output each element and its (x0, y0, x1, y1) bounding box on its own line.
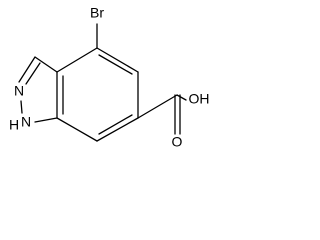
bond-c4-c5 (96, 47, 139, 73)
bond-c3-n2 (18, 56, 36, 83)
molecule-structure: Br N N H OH O (9, 5, 210, 150)
bonds (18, 23, 187, 142)
bond-c6-ccooh (137, 94, 178, 119)
bond-n2-n1 (20, 100, 23, 114)
bond-c4-c5-inner (98, 54, 133, 75)
hydroxyl-label: OH (189, 91, 210, 107)
bond-n1-c7a (34, 117, 58, 123)
nitrogen-n2-label: N (14, 83, 24, 99)
bond-c6-c7-inner (98, 114, 133, 135)
atom-labels: Br N N H OH O (9, 5, 210, 150)
nh-hydrogen-label: H (9, 117, 19, 133)
bond-c3a-c3 (34, 56, 58, 73)
bond-c6-c7 (96, 117, 139, 142)
bond-ccooh-oh (176, 94, 187, 101)
bond-c3-n2-inner (25, 62, 41, 85)
bromine-label: Br (90, 5, 104, 21)
nitrogen-n1-label: N (21, 114, 31, 130)
bond-c7-c7a (56, 117, 98, 142)
carbonyl-oxygen-label: O (172, 134, 183, 150)
bond-c3a-c4 (56, 47, 98, 73)
